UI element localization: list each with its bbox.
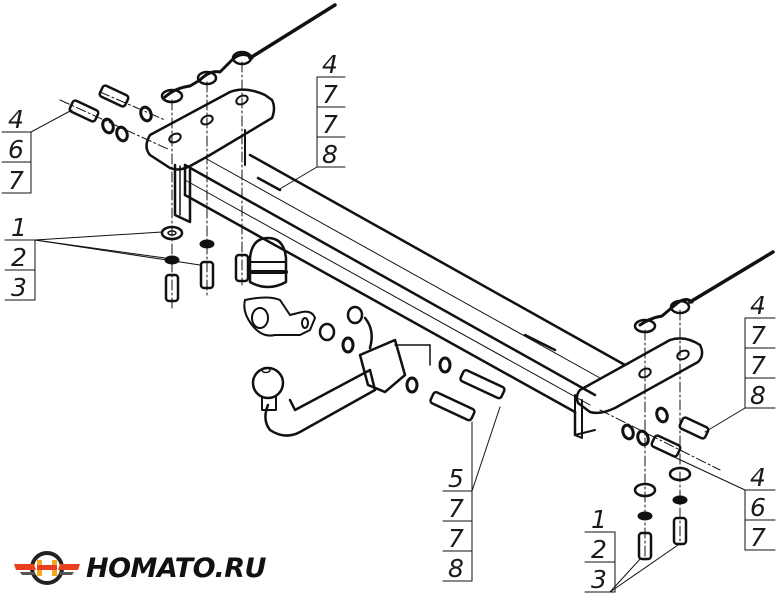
winged-wheel-logo-icon <box>14 551 80 585</box>
callout-number: 6 <box>8 135 24 164</box>
callout-number: 5 <box>448 464 464 493</box>
callout-right-lower: 1 2 3 <box>591 505 607 594</box>
fasteners-right <box>621 406 710 561</box>
leader-lines <box>30 109 746 593</box>
bolts-center <box>256 176 557 422</box>
callout-top-center: 4 7 7 8 <box>322 50 338 169</box>
tow-ball <box>251 366 285 411</box>
callout-bottom-center: 5 7 7 8 <box>448 464 464 583</box>
callout-number: 8 <box>448 554 464 583</box>
cross-beam <box>183 153 627 437</box>
site-logo[interactable]: HOMATO.RU <box>12 548 266 588</box>
callout-number: 7 <box>8 166 24 195</box>
callout-number: 1 <box>591 505 607 534</box>
callout-number: 7 <box>750 321 766 350</box>
callout-number: 7 <box>750 351 766 380</box>
logo-text: HOMATO.RU <box>86 552 266 584</box>
callout-number: 7 <box>448 494 464 523</box>
wiring-harness-left <box>160 3 337 104</box>
left-bracket <box>145 88 276 224</box>
callout-number: 2 <box>11 243 27 272</box>
callout-right-middle: 4 6 7 <box>750 463 766 552</box>
callout-number: 7 <box>448 524 464 553</box>
tow-ball-arm <box>264 316 431 437</box>
callout-number: 1 <box>11 213 27 242</box>
callout-number: 3 <box>591 565 607 594</box>
callout-number: 6 <box>750 493 766 522</box>
right-bracket <box>574 337 704 439</box>
ball-cap <box>248 236 288 289</box>
callout-left-upper: 4 6 7 <box>8 105 24 195</box>
callout-number: 3 <box>11 273 27 302</box>
callout-number: 4 <box>750 291 766 320</box>
callout-number: 7 <box>322 110 338 139</box>
callout-number: 8 <box>322 140 338 169</box>
socket-plate <box>243 296 316 337</box>
callout-right-upper: 4 7 7 8 <box>750 291 766 410</box>
fasteners-left <box>68 84 250 303</box>
callout-number: 2 <box>591 535 607 564</box>
callout-number: 8 <box>750 381 766 410</box>
callout-number: 4 <box>750 463 766 492</box>
wiring-harness-right <box>633 250 775 334</box>
callout-number: 4 <box>8 105 24 134</box>
callout-number: 7 <box>322 80 338 109</box>
nuts-center <box>318 305 452 394</box>
callout-frames <box>1 76 776 593</box>
callout-number: 4 <box>322 50 338 79</box>
callout-number: 7 <box>750 523 766 552</box>
callout-left-lower: 1 2 3 <box>11 213 27 302</box>
